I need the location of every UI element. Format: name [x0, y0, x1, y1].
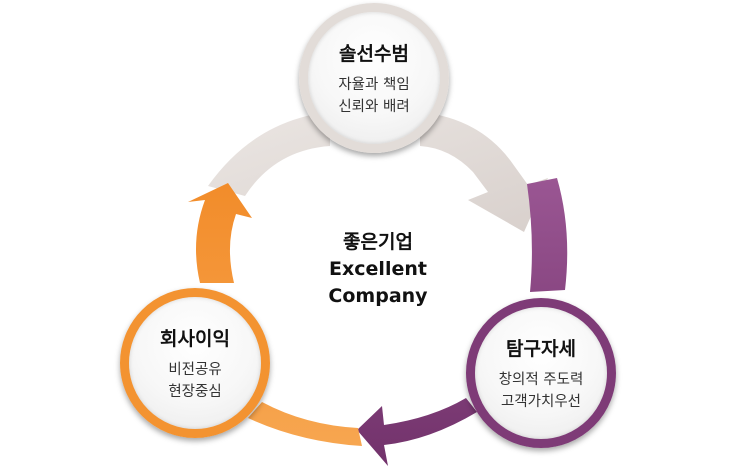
value-node-right: 탐구자세 창의적 주도력 고객가치우선 — [466, 298, 616, 448]
center-line2: Company — [328, 285, 428, 307]
arrow-left-orange — [188, 183, 362, 446]
node-right-line2: 고객가치우선 — [500, 393, 582, 410]
node-top-line1: 자율과 책임 — [338, 76, 410, 93]
center-line1: Excellent — [329, 258, 427, 280]
center-title-ko: 좋은기업 — [343, 231, 413, 253]
node-right-title: 탐구자세 — [506, 337, 576, 360]
node-left-title: 회사이익 — [160, 327, 230, 350]
arrow-top-gray — [208, 112, 548, 232]
node-top-title: 솔선수범 — [339, 42, 409, 65]
value-node-top: 솔선수범 자율과 책임 신뢰와 배려 — [299, 3, 449, 153]
center-label: 좋은기업 Excellent Company — [298, 228, 458, 310]
node-right-line1: 창의적 주도력 — [498, 371, 584, 388]
arrow-right-purple — [357, 178, 568, 466]
node-top-line2: 신뢰와 배려 — [338, 98, 410, 115]
value-node-left: 회사이익 비전공유 현장중심 — [120, 288, 270, 438]
node-left-line2: 현장중심 — [168, 383, 222, 400]
node-left-line1: 비전공유 — [168, 361, 222, 378]
